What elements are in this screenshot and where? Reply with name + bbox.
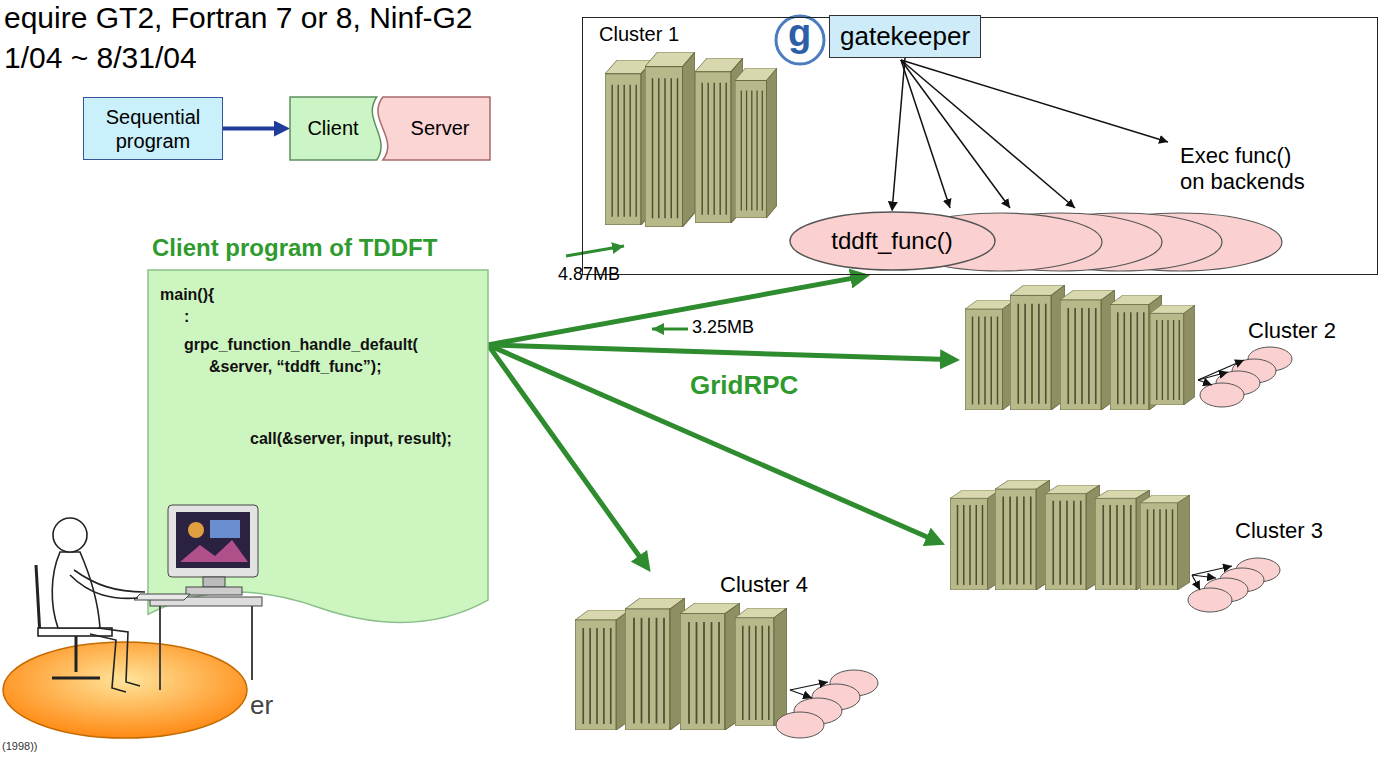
arrow-tip-guide	[281, 128, 290, 129]
code-line: :	[160, 306, 476, 328]
node-label: Cluster 1	[599, 23, 679, 46]
cluster-group: Cluster 4	[570, 572, 830, 737]
text-fragment: er	[250, 690, 273, 721]
server-racks	[605, 52, 777, 227]
code-line: grpc_function_handle_default( &server, “…	[160, 334, 439, 378]
connector-arrow	[488, 345, 644, 562]
logo-letter: g	[788, 14, 811, 52]
node-label: Cluster 4	[720, 572, 808, 598]
connector-arrow	[488, 277, 858, 345]
code-panel: Client program of TDDFTmain(){:grpc_func…	[148, 270, 488, 625]
header-note: equire GT2, Fortran 7 or 8, Ninf-G2	[4, 0, 473, 36]
node-label: tddft_func()	[831, 227, 952, 255]
node-label: Client	[307, 117, 358, 140]
cluster-group: Cluster 2	[960, 280, 1335, 410]
dispatch-arrows	[901, 60, 1168, 208]
arrow-tip-guide	[948, 359, 960, 360]
process-stack	[1188, 558, 1280, 612]
connector-arrow	[223, 127, 281, 131]
backend-note: Exec func() on backends	[1180, 143, 1315, 196]
dispatch-arrows	[1192, 566, 1232, 590]
server-shape: Server	[376, 97, 490, 160]
node-label: Sequential program	[94, 105, 212, 153]
label-slot: 3.25MB	[692, 317, 754, 339]
transfer-arrows	[566, 246, 688, 329]
gatekeeper-box: gatekeeper	[829, 15, 981, 58]
platform-disk	[3, 642, 247, 738]
server-racks	[575, 598, 787, 730]
data-size: 4.87MB	[558, 264, 620, 286]
arrow-tip-guide	[644, 562, 651, 572]
cluster-group: Cluster 3	[945, 480, 1330, 600]
protocol-label: GridRPC	[690, 370, 798, 401]
node-label: Server	[411, 117, 470, 140]
label-slot: (1998))	[2, 740, 37, 753]
node-label: Cluster 2	[1248, 318, 1336, 344]
server-racks	[950, 480, 1190, 590]
label-slot: er	[250, 690, 273, 721]
dispatch-arrows	[1198, 360, 1244, 385]
node-label: gatekeeper	[840, 21, 970, 52]
data-size: 3.25MB	[692, 317, 754, 339]
connector-arrow	[488, 345, 948, 360]
person	[36, 518, 145, 692]
computer	[134, 505, 262, 690]
label-slot: GridRPC	[690, 370, 798, 401]
arrow-tip-guide	[858, 275, 870, 277]
label-slot: 4.87MB	[558, 264, 620, 286]
label-slot: g	[788, 14, 811, 52]
label-slot: equire GT2, Fortran 7 or 8, Ninf-G2	[4, 0, 473, 36]
arrow-tip-guide	[934, 540, 945, 545]
process-ellipse: tddft_func()	[790, 212, 995, 270]
process-box: Sequential program	[83, 97, 223, 160]
date-range: 1/04 ~ 8/31/04	[4, 40, 197, 76]
node-outline	[148, 270, 488, 625]
client-shape: Client	[290, 97, 392, 160]
label-slot: Exec func() on backends	[1180, 143, 1315, 196]
dispatch-arrows	[790, 682, 828, 698]
citation-fragment: (1998))	[2, 740, 37, 753]
node-label: Cluster 3	[1235, 518, 1323, 544]
label-slot: 1/04 ~ 8/31/04	[4, 40, 197, 76]
code-line: main(){	[160, 284, 476, 306]
process-stack	[776, 670, 878, 738]
code-line: call(&server, input, result);	[160, 428, 476, 450]
server-racks	[965, 285, 1195, 410]
connector-arrow	[892, 58, 905, 207]
process-stack	[1200, 347, 1292, 407]
